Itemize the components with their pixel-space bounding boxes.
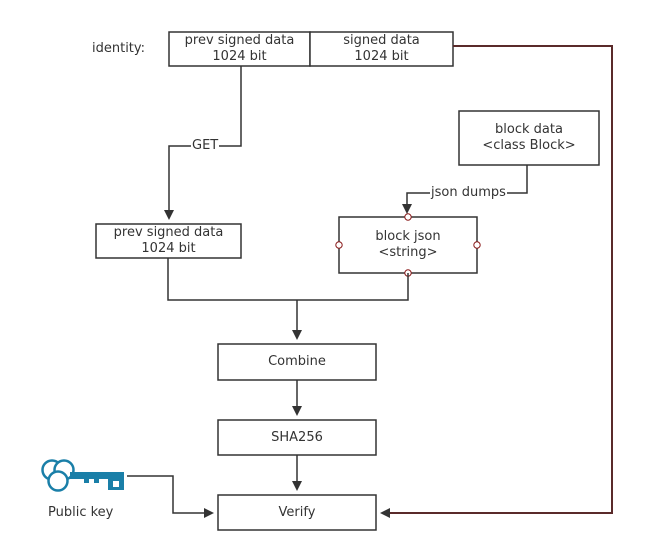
prev-signed-mid-node: prev signed data 1024 bit (96, 224, 241, 258)
signed-data-box (309, 31, 454, 67)
identity-label: identity: (92, 41, 146, 56)
public-key-label: Public key (48, 505, 114, 520)
block-data-line1: block data (495, 122, 563, 137)
edge-key-to-verify (127, 475, 214, 518)
block-data-node: block data <class Block> (459, 111, 599, 165)
block-json-line2: <string> (378, 245, 438, 260)
verify-node: Verify (218, 495, 376, 530)
prev-signed-mid-line2: 1024 bit (141, 241, 196, 256)
edge-json-to-combine (297, 273, 409, 301)
prev-signed-top-line2: 1024 bit (212, 49, 267, 64)
prev-signed-top-box (168, 31, 311, 67)
block-json-node: block json <string> (339, 217, 477, 273)
verify-box (217, 494, 377, 531)
edge-prev-to-combine (167, 258, 297, 301)
combine-box (217, 343, 377, 381)
sha256-label: SHA256 (271, 429, 323, 445)
verify-label: Verify (278, 504, 316, 520)
block-json-line1: block json (375, 229, 441, 244)
block-data-box (458, 110, 600, 166)
prev-signed-top-line1: prev signed data (184, 33, 295, 48)
key-icon (41, 459, 124, 492)
handle-right (473, 241, 481, 249)
signed-data-line1: signed data (343, 33, 420, 48)
prev-signed-mid-line1: prev signed data (113, 225, 224, 240)
signed-data-line2: 1024 bit (354, 49, 409, 64)
edge-signature-to-verify (380, 45, 613, 518)
edge-label-json-dumps: json dumps (430, 185, 507, 201)
handle-left (335, 241, 343, 249)
prev-signed-mid-box (95, 223, 242, 259)
edge-label-get: GET (191, 138, 220, 154)
signed-data-node: signed data 1024 bit (310, 32, 453, 66)
combine-node: Combine (218, 344, 376, 380)
sha256-node: SHA256 (218, 420, 376, 455)
block-data-line2: <class Block> (482, 138, 576, 153)
combine-label: Combine (268, 354, 326, 369)
prev-signed-top-node: prev signed data 1024 bit (169, 32, 310, 66)
